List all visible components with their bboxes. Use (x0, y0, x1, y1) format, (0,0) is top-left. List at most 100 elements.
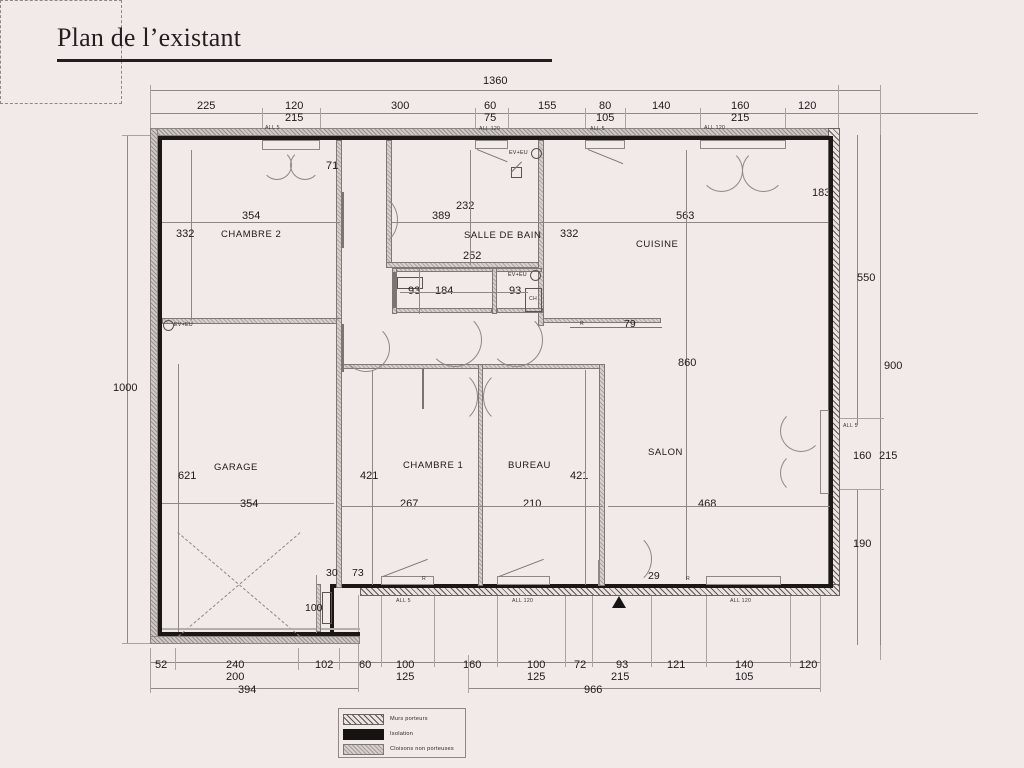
dim-line-top-overall (150, 90, 880, 91)
entrance-marker-icon (612, 596, 626, 608)
dim-garage-621: 621 (178, 470, 197, 482)
dim-bottom-394: 394 (238, 684, 257, 696)
structural-wall-right (829, 136, 833, 588)
dim-bottom-120: 120 (799, 659, 818, 671)
window-cuisine-frame[interactable] (585, 140, 625, 149)
dim-bottom-105: 105 (735, 671, 754, 683)
ext-line-top-2 (262, 108, 263, 136)
dim-wc-93-left: 93 (408, 285, 421, 297)
dim-line-chambre2-332 (191, 150, 192, 320)
window-cuisine2-frame[interactable] (700, 140, 786, 149)
window-chambre2-frame[interactable] (262, 140, 320, 150)
window-label-right: ALL 5 (843, 423, 858, 429)
dim-line-right-900 (880, 135, 881, 645)
dim-bottom-52: 52 (155, 659, 168, 671)
dim-top-80: 80 (599, 100, 612, 112)
door-hall-upper-arc (342, 192, 398, 248)
window-chambre2-arc-left (262, 150, 292, 180)
ext-line-bot-15 (468, 655, 469, 693)
ext-line-bot-4 (339, 648, 340, 670)
dim-line-salon-468 (608, 506, 830, 507)
dim-line-step-100 (316, 575, 317, 633)
dim-interior-71: 71 (326, 160, 339, 172)
dim-top-105: 105 (596, 112, 615, 124)
door-sdb-arc (489, 313, 543, 367)
door-entrance-arc (598, 532, 652, 586)
window-cuisine2-arc-right (742, 149, 785, 192)
dim-right-160: 160 (853, 450, 872, 462)
dim-garage-354: 354 (240, 498, 259, 510)
dim-bottom-125b: 125 (527, 671, 546, 683)
dim-counter-79: 79 (624, 318, 636, 330)
dim-line-chambre1-267 (342, 506, 482, 507)
window-chambre1-swing (382, 558, 428, 577)
ext-line-top-8 (700, 108, 701, 134)
reveal-mark-1: R (580, 321, 585, 327)
ext-line-bot-7 (434, 595, 435, 667)
ext-line-left-top (122, 135, 152, 136)
dim-line-bottom-chain (150, 662, 820, 663)
reveal-mark-3: R (422, 576, 427, 582)
structural-wall-bottom-garage (158, 632, 360, 636)
insulation-band-bottom (150, 636, 360, 644)
ext-line-right-1 (838, 418, 884, 419)
room-label-chambre2: CHAMBRE 2 (221, 229, 282, 240)
dim-top-160: 160 (731, 100, 750, 112)
drain-label-sdb: EV+EU (508, 272, 527, 278)
dim-step-30: 30 (326, 567, 338, 579)
window-cuisine2-arc-left (700, 149, 743, 192)
window-label-chambre1: ALL 5 (396, 598, 411, 604)
door-bureau-arc (483, 369, 539, 425)
ext-line-bot-1 (150, 648, 151, 693)
room-label-salle-de-bain: SALLE DE BAIN (464, 230, 542, 241)
dim-wc-184: 184 (435, 285, 454, 297)
structural-wall-left (158, 136, 162, 636)
dim-line-garage-621 (178, 364, 179, 632)
drain-label-garage: EV+EU (174, 322, 193, 328)
ext-line-bot-8 (497, 595, 498, 667)
door-entrance-frame[interactable] (598, 560, 600, 586)
utility-fixture (322, 592, 332, 624)
dim-top-140: 140 (652, 100, 671, 112)
dim-chambre1-421: 421 (360, 470, 379, 482)
partition-kitchen-edge (543, 318, 661, 323)
legend-row-isolation: Isolation (343, 727, 461, 741)
legend-label-cloisons: Cloisons non porteuses (390, 746, 454, 752)
window-sdb-swing (476, 149, 508, 163)
window-bureau-bottom[interactable] (497, 576, 550, 585)
legend-swatch-dotted-icon (343, 743, 384, 755)
ext-line-bot-6 (381, 595, 382, 667)
dim-bottom-60: 60 (359, 659, 372, 671)
dim-entry-29: 29 (648, 570, 660, 582)
dim-salon-468: 468 (698, 498, 717, 510)
room-label-bureau: BUREAU (508, 460, 551, 471)
legend-swatch-hatched-icon (343, 713, 384, 725)
dim-overall-left: 1000 (113, 382, 138, 394)
dim-line-wc-93v (419, 268, 420, 314)
dim-bottom-121: 121 (667, 659, 686, 671)
dim-bottom-72: 72 (574, 659, 587, 671)
drain-label-kitchen: EV+EU (509, 150, 528, 156)
ext-line-bot-3 (298, 648, 299, 670)
ext-line-top-7 (625, 108, 626, 134)
dim-bottom-100: 100 (396, 659, 415, 671)
door-salon-arc-top (780, 410, 822, 452)
dim-bottom-966: 966 (584, 684, 603, 696)
dim-line-garage-354 (162, 503, 334, 504)
ext-line-right-2 (838, 489, 884, 490)
dim-line-bottom-394 (150, 688, 358, 689)
door-salon-frame[interactable] (820, 410, 829, 494)
window-salon-bottom[interactable] (706, 576, 781, 585)
dim-wc-93-right: 93 (509, 285, 522, 297)
window-chambre1-bottom[interactable] (381, 576, 434, 585)
partition-bureau-right (599, 364, 605, 586)
dim-cuisine-332: 332 (560, 228, 579, 240)
garage-door-outline (0, 0, 122, 104)
sdb-fixture-box (397, 277, 423, 289)
dim-top-75: 75 (484, 112, 497, 124)
window-sdb-frame[interactable] (475, 140, 508, 149)
partition-wc-bottom (392, 308, 492, 313)
door-chambre2-leaf (342, 324, 344, 372)
dim-bottom-240: 240 (226, 659, 245, 671)
legend-row-cloisons: Cloisons non porteuses (343, 742, 461, 756)
